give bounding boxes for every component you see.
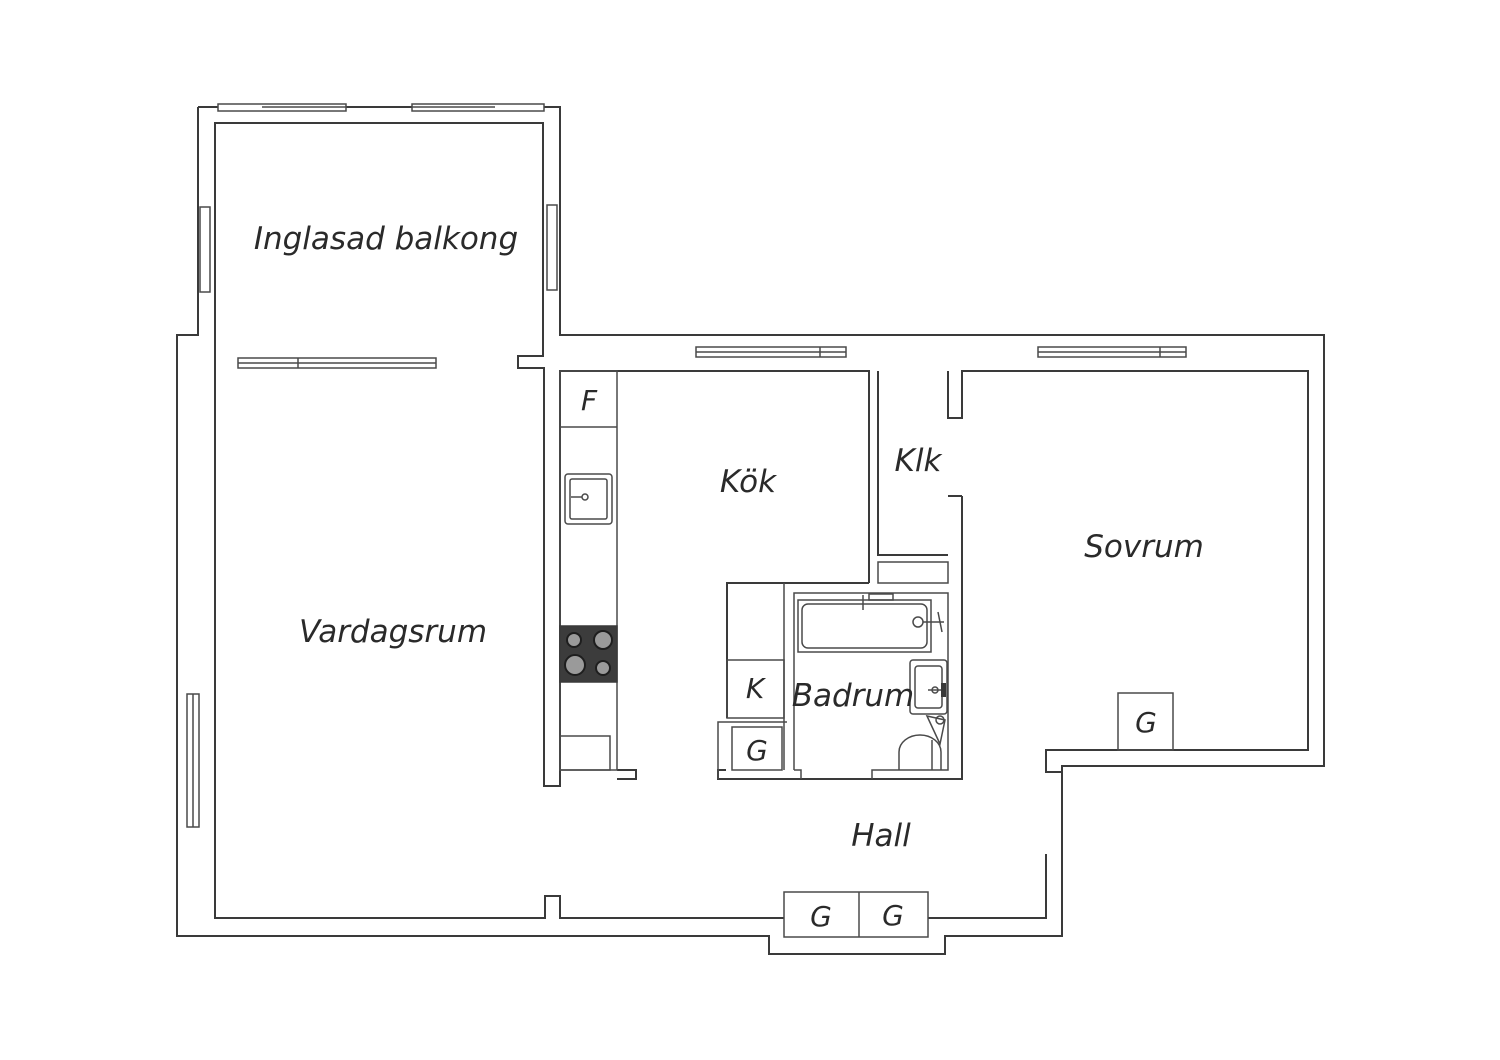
windows [186,103,1187,828]
wardrobe-label-bath: G [746,734,768,767]
bathroom-block [717,561,949,779]
room-label-balcony: Inglasad balkong [254,221,518,257]
wardrobe-label-hall-right: G [882,899,904,932]
room-label-hall: Hall [851,818,911,854]
room-label-bedroom: Sovrum [1084,529,1204,565]
room-label-kitchen: Kök [720,464,777,500]
room-label-living: Vardagsrum [299,614,487,650]
wardrobe-label-hall-left: G [810,900,832,933]
exterior-wall [176,106,1325,955]
washbasin-icon [909,659,948,715]
fridge-label: F [581,384,598,417]
room-labels: Inglasad balkong Vardagsrum Kök Klk Sovr… [254,221,1204,854]
kitchen-counter [559,370,618,771]
toilet-icon [898,714,946,770]
wardrobe-boxes [783,692,1174,938]
bathtub-icon [797,593,944,653]
stovetop-icon [559,625,618,683]
wardrobe-label-bedroom: G [1135,706,1157,739]
storage-label: K [746,672,767,705]
sink-icon [564,473,613,525]
room-label-bathroom: Badrum [792,678,915,714]
unit-labels: F K G G G G [581,384,1157,933]
room-label-closet: Klk [895,443,943,479]
